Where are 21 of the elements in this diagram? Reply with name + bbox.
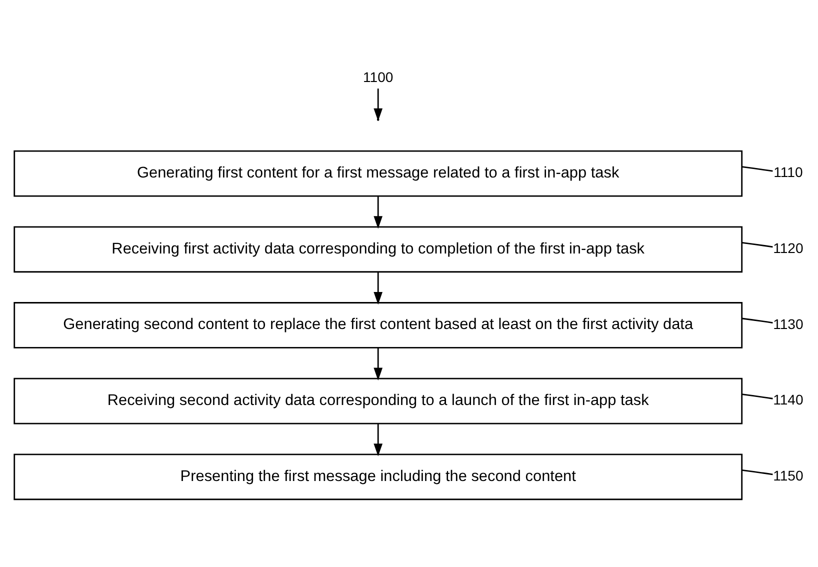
arrow [374, 196, 383, 228]
node-text: 1110 [774, 164, 803, 180]
connector [742, 166, 773, 172]
connector [742, 241, 773, 248]
node-text: 1100 [363, 68, 394, 84]
node-text: 1140 [773, 391, 804, 408]
connector [742, 317, 773, 323]
node-box: Receiving second activity data corresponding to a launch of the first in-app task [14, 377, 743, 424]
arrow [374, 347, 383, 380]
node-box: Receiving first activity data corresponding to completion of the first in-app task [14, 226, 743, 272]
node-box: Generating second content to replace the first content based at least on the first activity data [14, 302, 743, 348]
node-text: 1150 [773, 466, 804, 483]
arrow [374, 271, 383, 304]
connector [742, 393, 773, 399]
arrow [374, 423, 383, 456]
node-box: Generating first content for a first message related to a first in-app task [14, 150, 743, 196]
connector [742, 468, 773, 475]
node-box: Presenting the first message including the second content [14, 453, 743, 500]
node-text: 1120 [773, 239, 804, 256]
node-text: 1130 [773, 315, 804, 332]
arrow [374, 88, 383, 121]
